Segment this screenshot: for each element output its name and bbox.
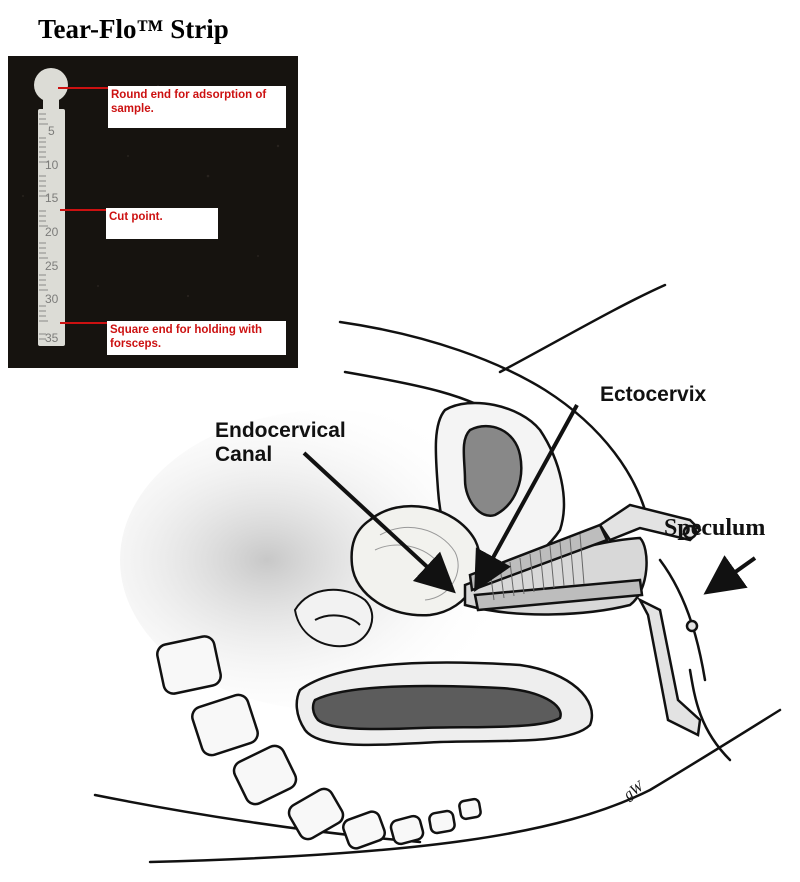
label-ectocervix: Ectocervix [600, 383, 706, 407]
speculum-arrow [710, 558, 755, 590]
artist-signature: gW [621, 778, 648, 803]
label-endocervical-line1: Endocervical [215, 419, 346, 443]
back-outline [500, 285, 665, 372]
bladder [352, 506, 480, 615]
label-speculum: Speculum [664, 515, 765, 542]
label-endocervical-line2: Canal [215, 443, 346, 467]
label-endocervical-canal: Endocervical Canal [215, 419, 346, 467]
